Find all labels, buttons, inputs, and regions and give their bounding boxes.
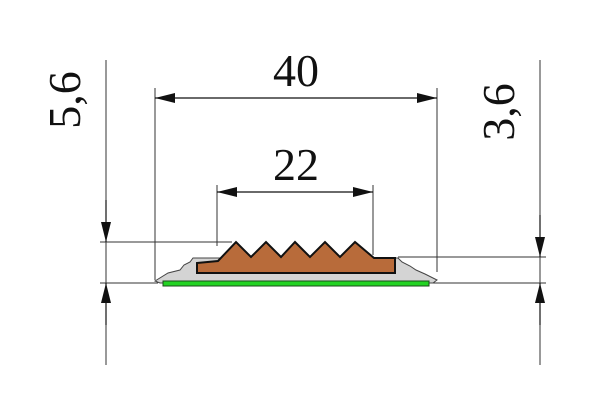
dim-5-6-label: 5,6 <box>39 71 90 129</box>
dim-3-6-label: 3,6 <box>473 83 524 141</box>
dim-40-label: 40 <box>273 45 319 96</box>
dimension-lines <box>101 93 545 325</box>
anti-slip-insert <box>196 240 396 274</box>
green-strip <box>162 280 430 287</box>
dim-22-label: 22 <box>273 139 319 190</box>
